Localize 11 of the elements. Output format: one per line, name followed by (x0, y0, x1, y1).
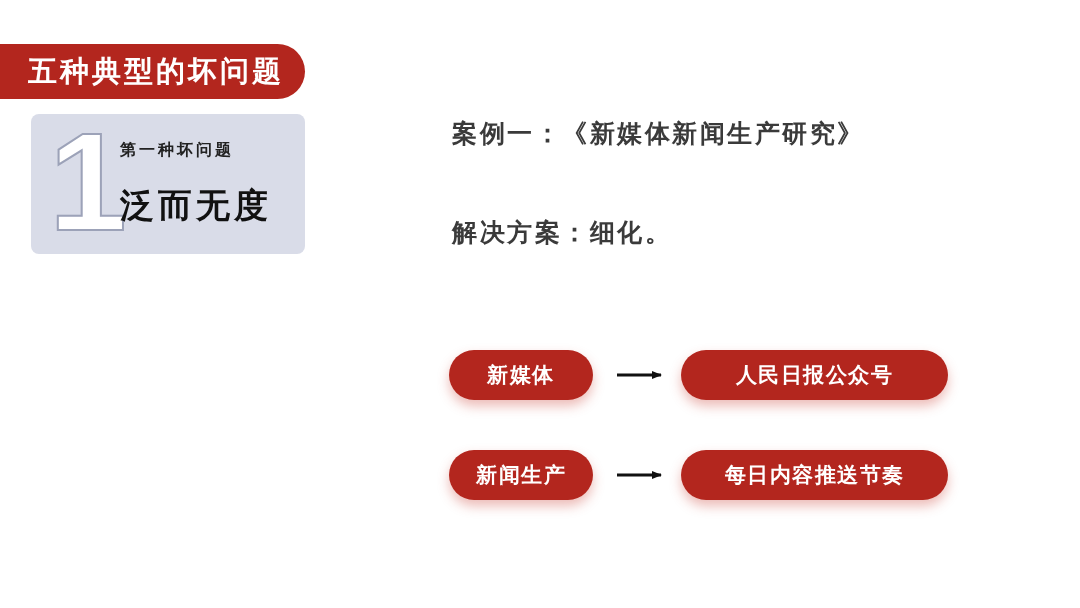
title-banner (0, 44, 305, 99)
banner-title: 五种典型的坏问题 (28, 57, 284, 86)
case-text: 解决方案：细化。 (452, 218, 672, 246)
arrow (617, 471, 662, 479)
keyword-pill: 人民日报公众号 (681, 350, 948, 400)
keyword-pill: 每日内容推送节奏 (681, 450, 948, 500)
topic-card (31, 114, 305, 254)
case-text: 案例一：《新媒体新闻生产研究》 (452, 119, 865, 147)
arrow (617, 371, 662, 379)
keyword-pill: 新闻生产 (449, 450, 593, 500)
keyword-pill: 新媒体 (449, 350, 593, 400)
